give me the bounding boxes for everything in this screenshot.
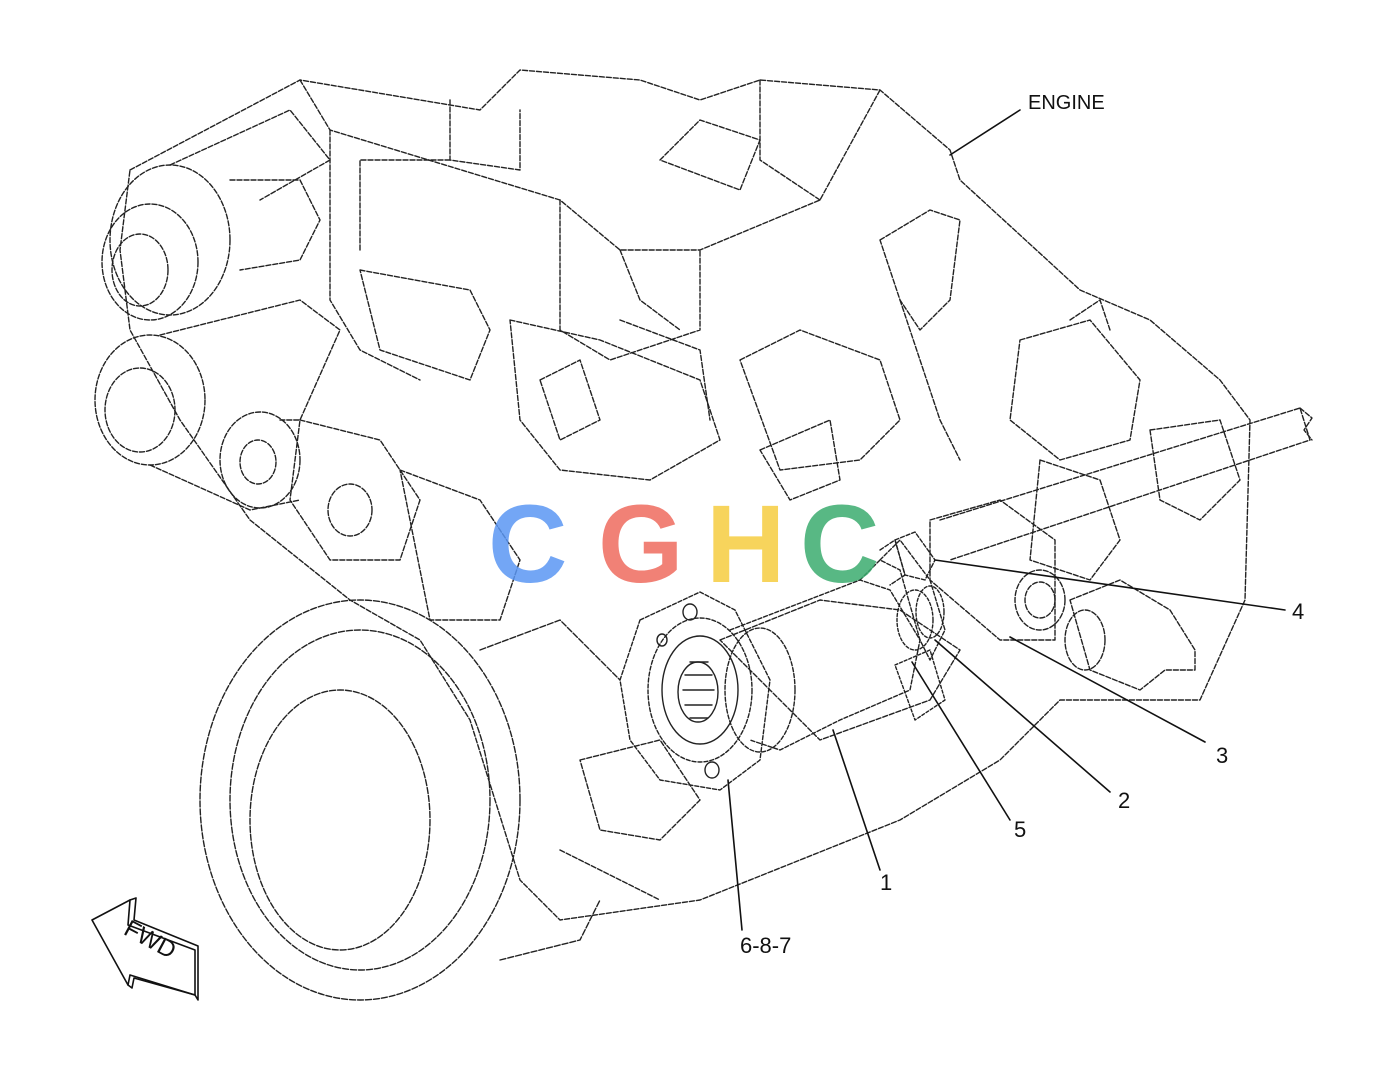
leader-2 [934, 639, 1111, 793]
callout-1: 1 [880, 870, 893, 895]
right-housing [929, 499, 1196, 691]
starter-flange [619, 591, 771, 791]
leader-4 [934, 559, 1286, 611]
alternator [101, 109, 331, 321]
watermark-h: H [706, 483, 785, 606]
frame-rail [939, 407, 1313, 561]
watermark-c1: C [488, 483, 567, 606]
callout-2: 2 [1118, 788, 1131, 813]
engine-leader [949, 109, 1021, 156]
callout-5: 5 [1014, 817, 1027, 842]
watermark: C G H C [488, 483, 879, 606]
solenoid-fitting [879, 531, 936, 586]
engine-block [119, 69, 1251, 921]
leader-5 [911, 661, 1011, 821]
callout-4: 4 [1292, 599, 1305, 624]
callout-6-8-7: 6-8-7 [740, 933, 792, 958]
fwd-arrow: FWD [91, 897, 199, 1001]
engine-label: ENGINE [1028, 92, 1105, 114]
watermark-c2: C [800, 483, 879, 606]
flywheel [199, 599, 621, 1001]
nut-washer [894, 585, 946, 721]
leader-lines [727, 109, 1286, 931]
leader-1 [832, 729, 881, 871]
callout-3: 3 [1216, 743, 1229, 768]
belt-pulleys [94, 299, 373, 537]
leader-678 [727, 779, 743, 931]
leader-3 [1009, 636, 1206, 743]
watermark-g: G [598, 483, 684, 606]
